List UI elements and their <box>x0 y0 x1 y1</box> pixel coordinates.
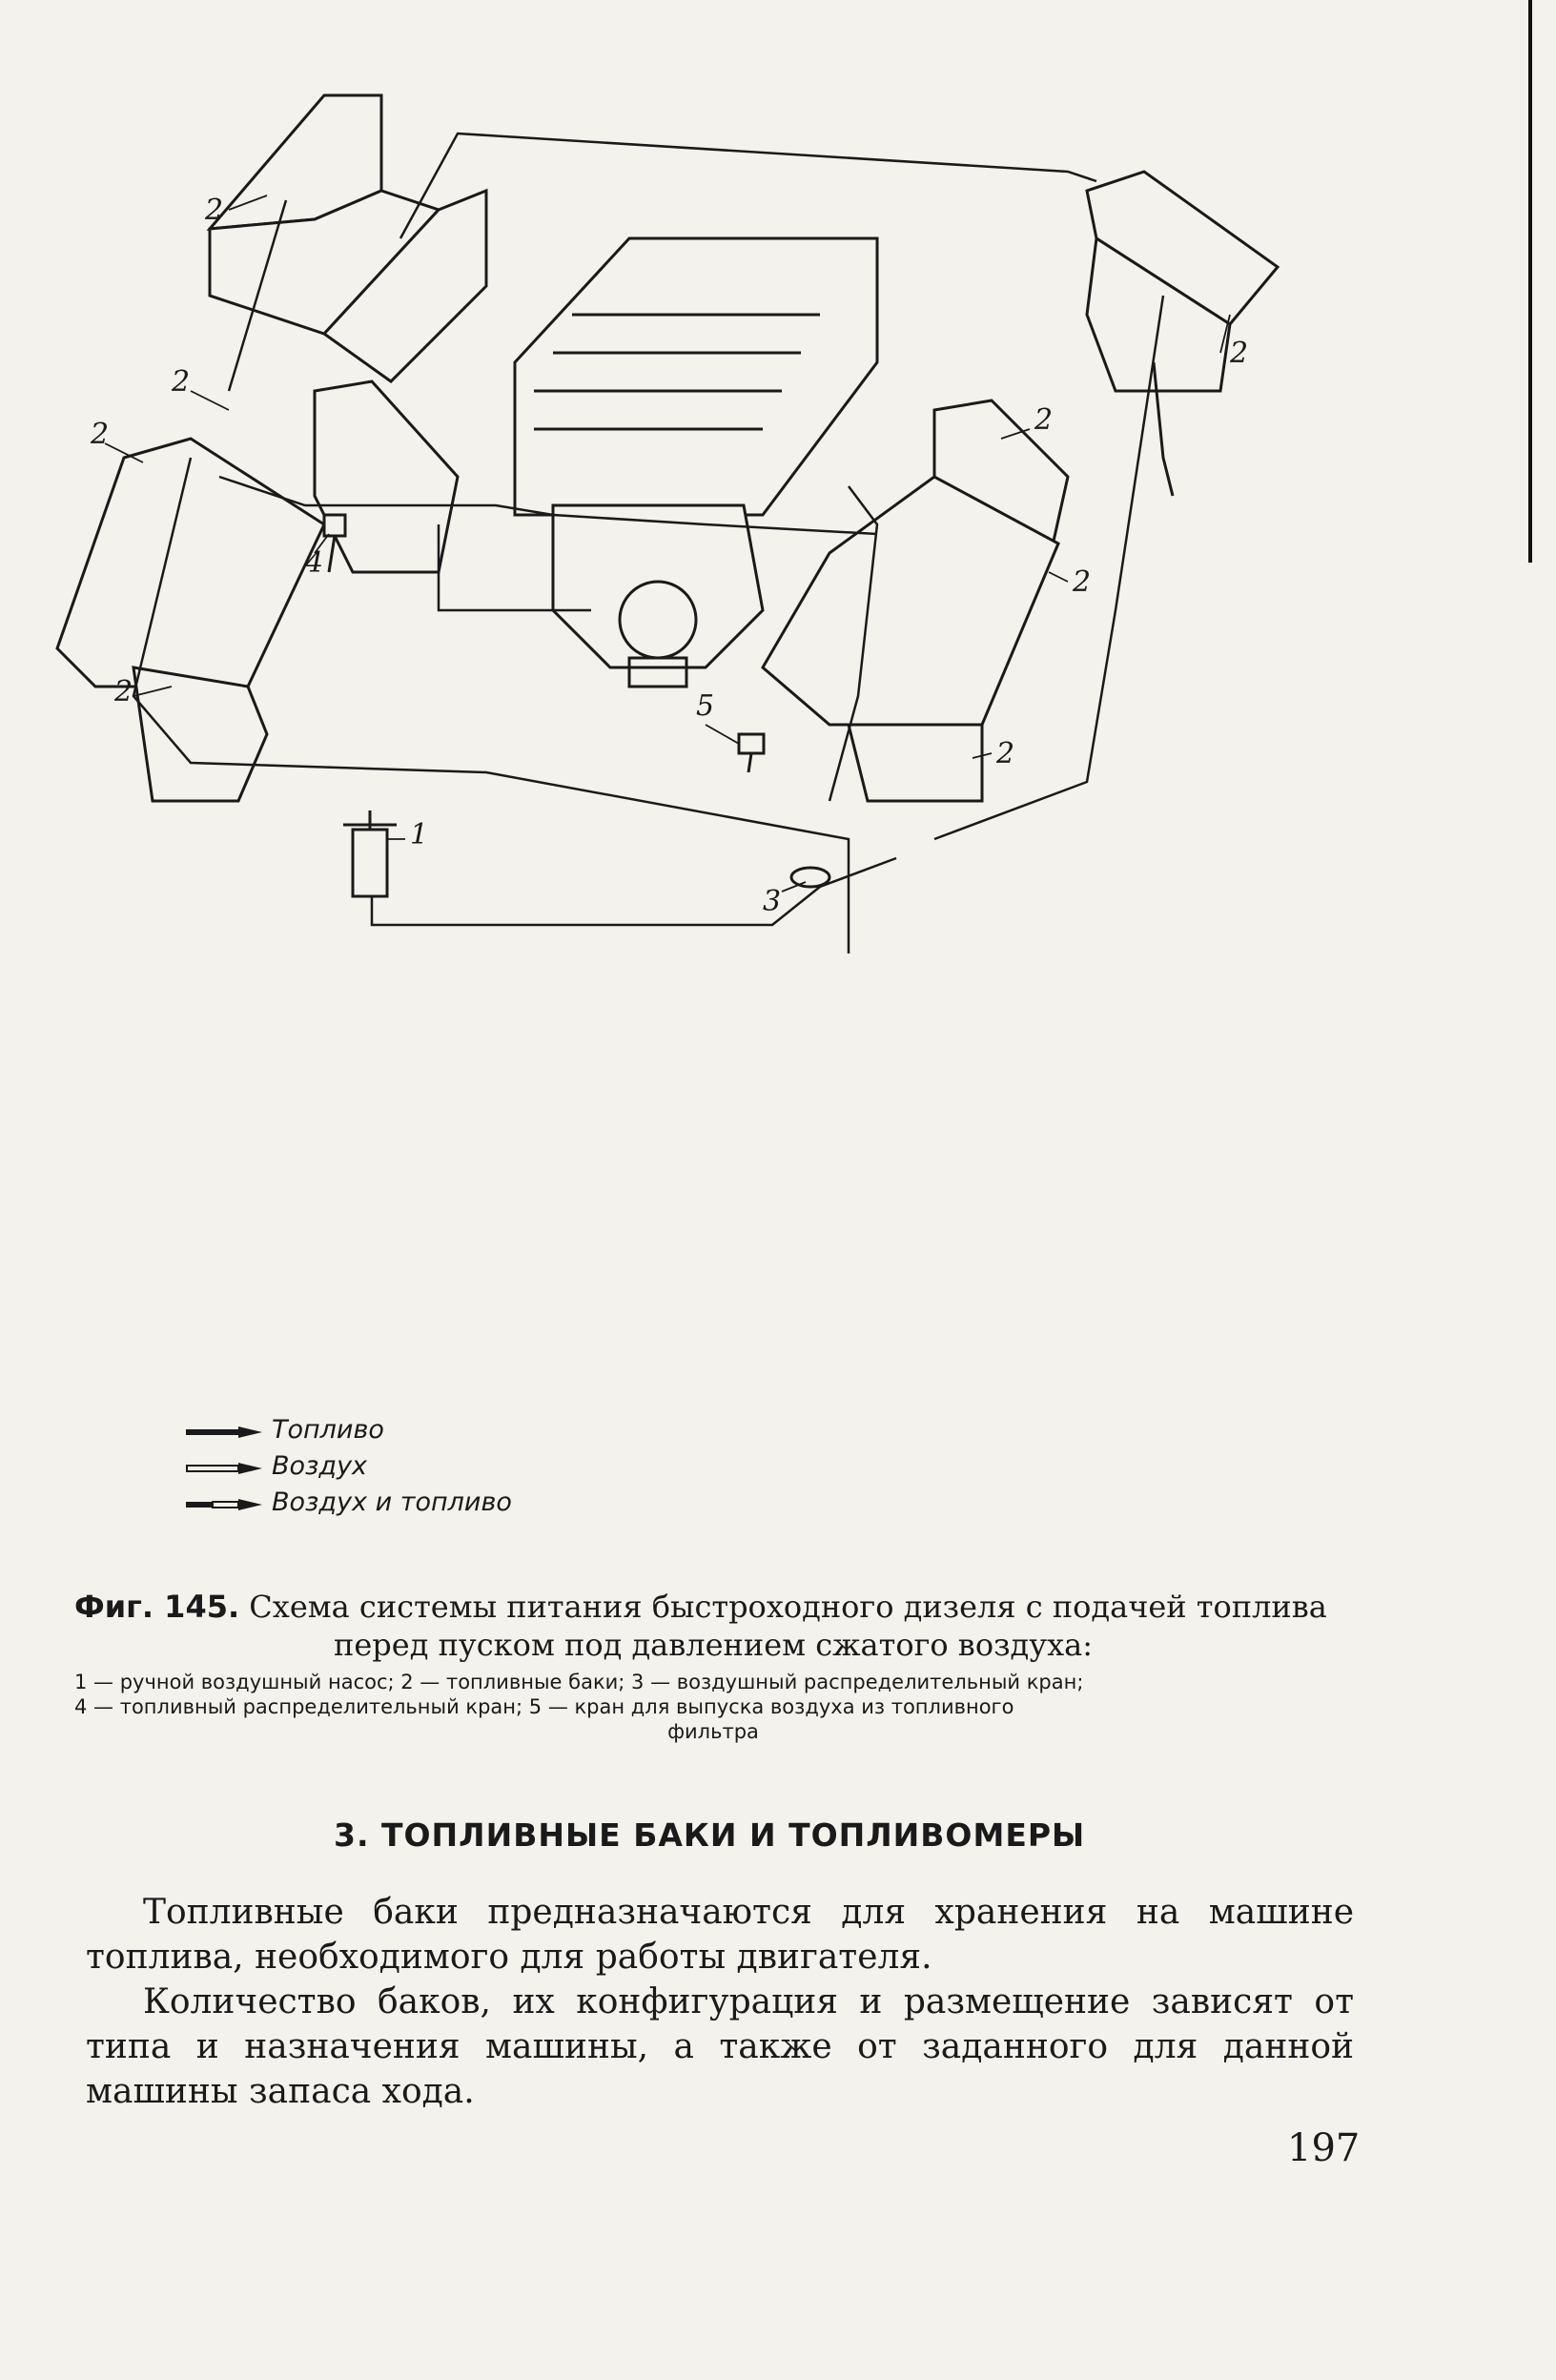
air-distribution-valve <box>789 866 831 889</box>
callout-2: 2 <box>995 737 1014 770</box>
callout-leaders <box>104 195 1231 892</box>
tank-lower-right <box>761 475 1060 803</box>
tank-top-right <box>1085 170 1280 497</box>
paragraph: Топливные баки предназначаются для хране… <box>86 1893 1354 1977</box>
section-heading: 3. ТОПЛИВНЫЕ БАКИ И ТОПЛИВОМЕРЫ <box>334 1816 1086 1854</box>
engine-block <box>513 236 879 688</box>
fuel-lines <box>132 132 1165 954</box>
tank-top-left <box>206 93 488 383</box>
caption-title-line1: Схема системы питания быстроходного дизе… <box>249 1589 1327 1625</box>
legend-item-air: Воздух <box>186 1447 512 1484</box>
legend-item-fuel: Топливо <box>186 1411 512 1447</box>
callout-5: 5 <box>696 689 714 723</box>
arrow-mixed-icon <box>186 1496 262 1510</box>
callout-2: 2 <box>171 365 190 399</box>
callout-labels: 2 2 2 2 2 2 2 2 1 3 4 5 <box>90 194 1248 918</box>
callout-2: 2 <box>1072 565 1091 599</box>
air-release-valve <box>737 732 766 773</box>
legend-label: Воздух <box>272 1450 368 1481</box>
arrow-air-icon <box>186 1460 262 1474</box>
legend-item-mixed: Воздух и топливо <box>186 1484 512 1520</box>
caption-legend-line2: 4 — топливный распределительный кран; 5 … <box>74 1695 1014 1718</box>
callout-2: 2 <box>1034 403 1053 437</box>
legend-label: Топливо <box>272 1414 384 1445</box>
caption-legend: 1 — ручной воздушный насос; 2 — топливны… <box>74 1670 1352 1744</box>
tank-lower-left <box>55 437 326 803</box>
caption-title-line2: перед пуском под давлением сжатого возду… <box>334 1627 1093 1663</box>
callout-2: 2 <box>113 675 133 708</box>
hand-air-pump <box>343 810 397 898</box>
body-text: Топливные баки предназначаются для хране… <box>86 1890 1354 2114</box>
page-number: 197 <box>1287 2126 1361 2170</box>
callout-3: 3 <box>763 885 781 918</box>
arrow-fuel-icon <box>186 1424 262 1438</box>
tank-mid-left <box>313 380 460 574</box>
caption-legend-line1: 1 — ручной воздушный насос; 2 — топливны… <box>74 1671 1084 1693</box>
fuel-system-diagram: 2 2 2 2 2 2 2 2 1 3 4 5 <box>38 76 1354 1583</box>
paragraph: Количество баков, их конфигурация и разм… <box>86 1982 1354 2111</box>
caption-label: Фиг. 145. <box>74 1589 240 1625</box>
figure-caption: Фиг. 145. Схема системы питания быстрохо… <box>74 1588 1352 1744</box>
page-edge-line <box>1528 0 1532 563</box>
callout-1: 1 <box>410 818 428 851</box>
callout-2: 2 <box>1229 337 1248 370</box>
fuel-distribution-valve <box>322 513 347 573</box>
legend-label: Воздух и топливо <box>272 1487 512 1517</box>
callout-2: 2 <box>90 418 109 451</box>
caption-title: Фиг. 145. Схема системы питания быстрохо… <box>74 1588 1352 1626</box>
callout-4: 4 <box>304 546 323 580</box>
caption-legend-line3: фильтра <box>667 1720 759 1743</box>
callout-2: 2 <box>204 194 223 227</box>
figure-legend: Топливо Воздух Воздух и топливо <box>186 1411 512 1520</box>
